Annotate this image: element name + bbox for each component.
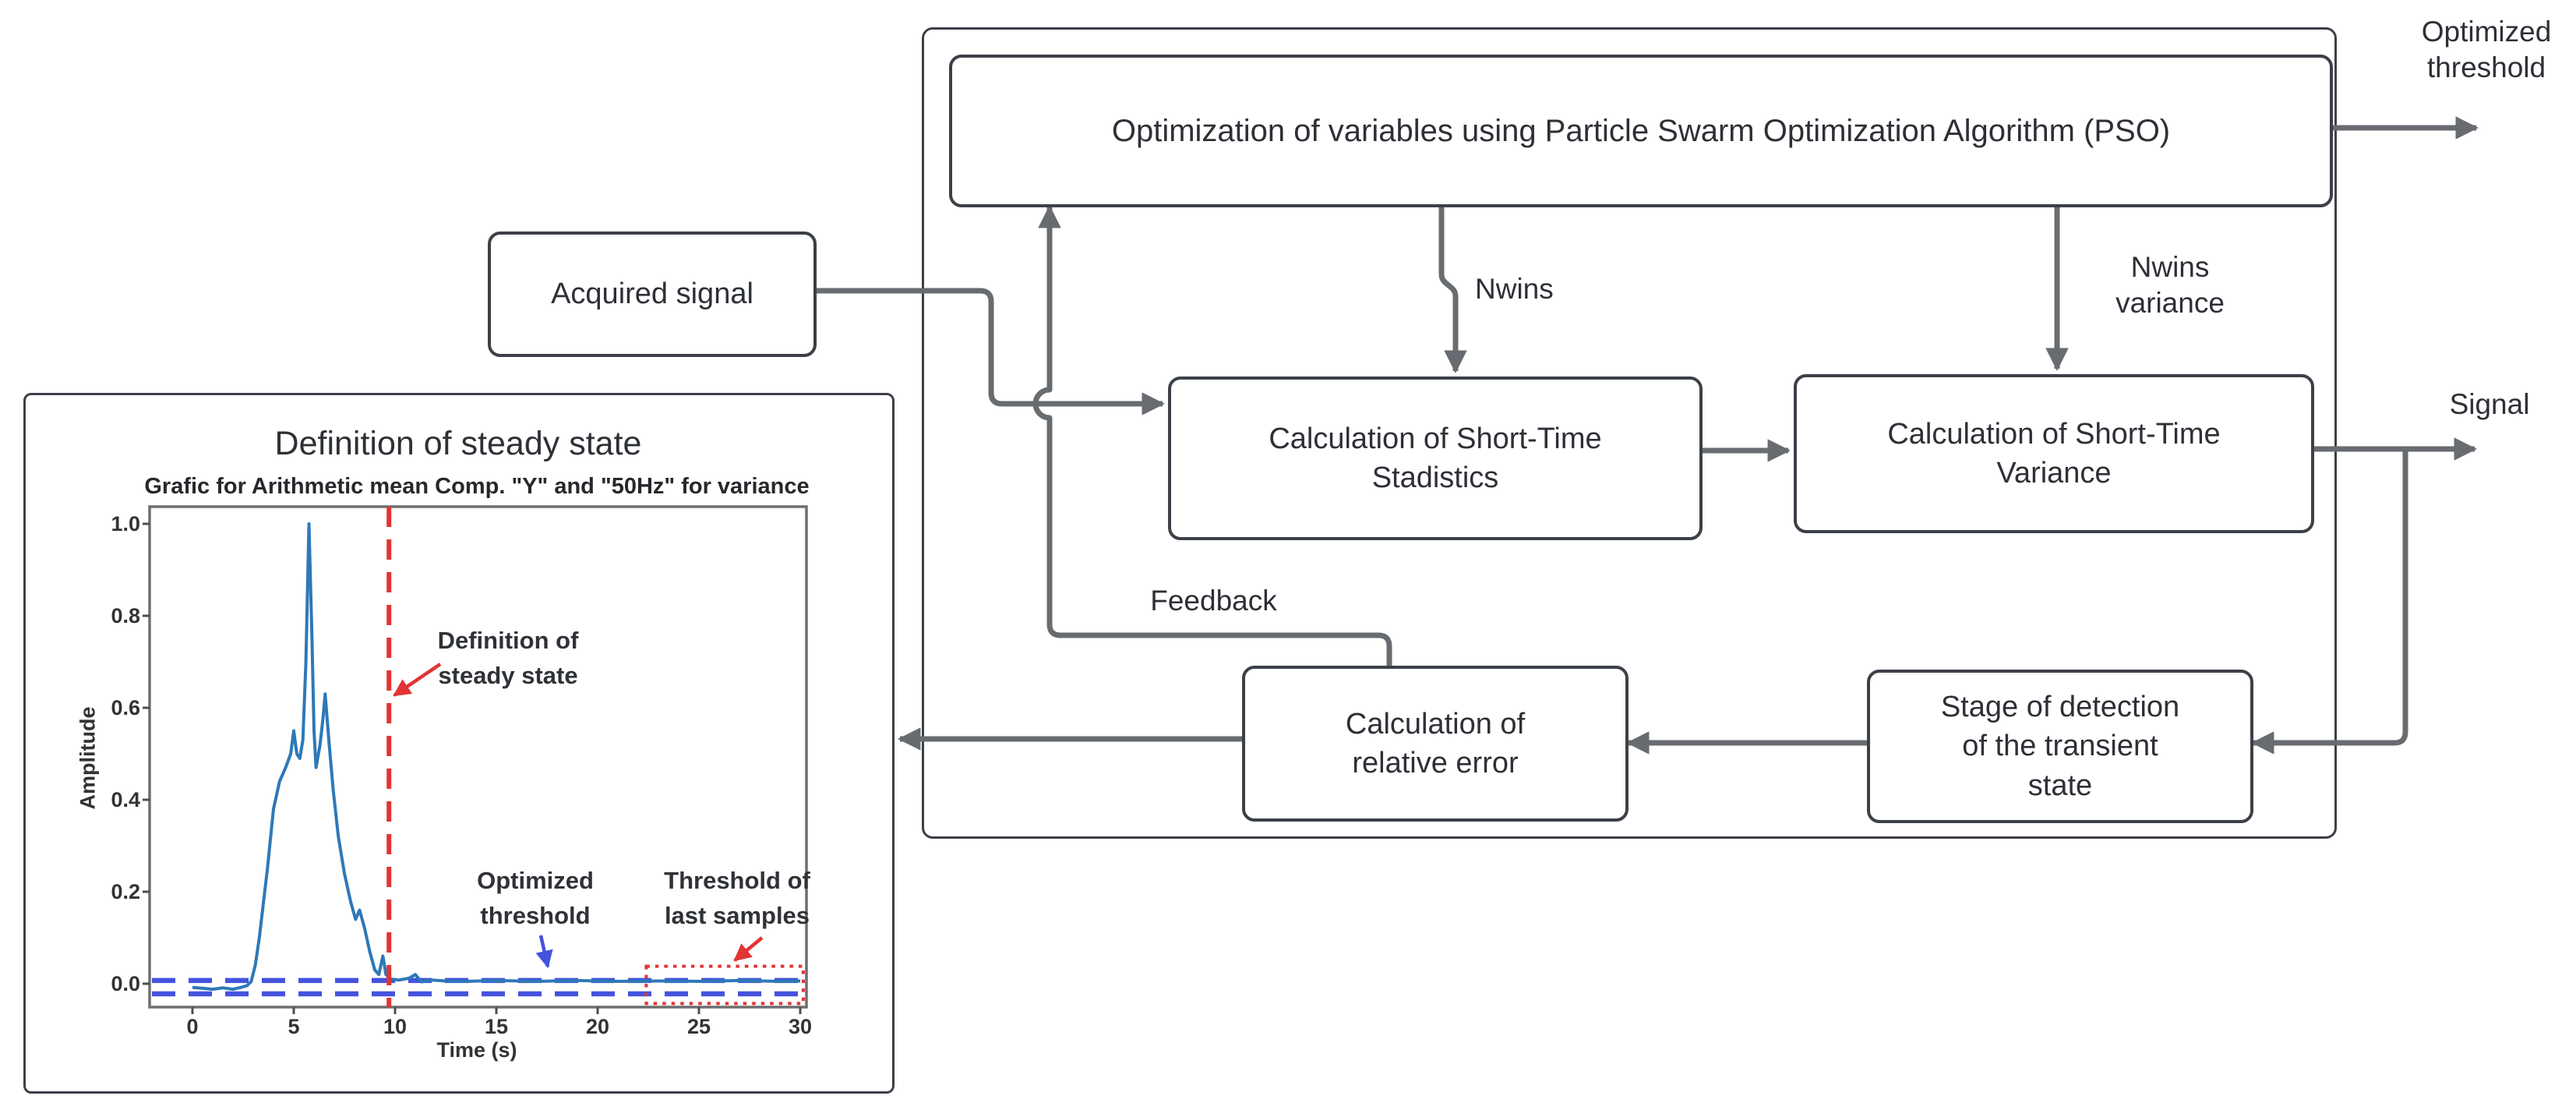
plot-tick-marks xyxy=(143,522,802,1014)
optimized-threshold-annotation-line2: threshold xyxy=(480,901,591,929)
optimized-threshold-annotation-line1: Optimized xyxy=(477,867,594,894)
feedback-label: Feedback xyxy=(1150,585,1277,617)
steady-state-plot xyxy=(143,505,808,1014)
steady-state-annotation: Definition of steady state xyxy=(411,624,605,694)
acquired-signal-label: Acquired signal xyxy=(551,277,753,311)
optimized-threshold-output-line2: threshold xyxy=(2426,51,2546,84)
ytick-0.0: 0.0 xyxy=(111,972,140,995)
last-samples-annotation-arrow xyxy=(733,936,764,962)
relative-error-label-line1: Calculation of xyxy=(1345,707,1526,741)
xtick-15: 15 xyxy=(484,1015,509,1038)
xtick-25: 25 xyxy=(686,1015,711,1038)
stadistics-label-line2: Stadistics xyxy=(1371,461,1499,494)
last-samples-annotation-line1: Threshold of xyxy=(664,867,810,894)
xtick-20: 20 xyxy=(585,1015,610,1038)
last-samples-annotation: Threshold of last samples xyxy=(644,864,831,934)
relative-error-box: Calculation of relative error xyxy=(1242,666,1629,822)
transient-detection-box: Stage of detection of the transient stat… xyxy=(1867,670,2253,823)
chart-subtitle: Grafic for Arithmetic mean Comp. "Y" and… xyxy=(144,474,810,499)
xtick-10: 10 xyxy=(383,1015,408,1038)
arrow-acquired-to-stadistics xyxy=(810,288,1165,415)
xtick-30: 30 xyxy=(788,1015,813,1038)
optimized-threshold-annotation-arrow xyxy=(535,935,553,969)
last-samples-annotation-line2: last samples xyxy=(664,901,810,929)
nwins-variance-line2: variance xyxy=(2115,287,2225,320)
last-samples-dotted-rect xyxy=(644,964,805,1006)
optimized-threshold-output-label: Optimized threshold xyxy=(2383,14,2576,87)
pso-box-label: Optimization of variables using Particle… xyxy=(1111,113,2171,148)
steady-state-annotation-line2: steady state xyxy=(438,661,578,689)
transient-label-line3: state xyxy=(2027,769,2093,802)
ytick-0.8: 0.8 xyxy=(111,604,140,627)
short-time-stadistics-box: Calculation of Short-Time Stadistics xyxy=(1168,376,1703,540)
arrow-signal-branch-to-transient xyxy=(2251,449,2408,755)
chart-panel-frame xyxy=(23,393,895,1094)
arrow-feedback-to-pso xyxy=(1032,205,1392,666)
optimized-threshold-annotation: Optimized threshold xyxy=(450,864,621,934)
chart-panel-title: Definition of steady state xyxy=(274,425,642,462)
arrow-pso-to-stadistics-nwins xyxy=(1438,201,1467,373)
stadistics-label-line1: Calculation of Short-Time xyxy=(1269,422,1602,455)
variance-label-line2: Variance xyxy=(1996,457,2112,490)
transient-label-line2: of the transient xyxy=(1962,730,2158,763)
nwins-variance-line1: Nwins xyxy=(2130,251,2210,283)
ytick-1.0: 1.0 xyxy=(111,512,140,536)
x-axis-label: Time (s) xyxy=(436,1038,517,1062)
ytick-0.4: 0.4 xyxy=(111,788,140,811)
transient-label-line1: Stage of detection xyxy=(1940,691,2180,724)
steady-annotation-arrow xyxy=(393,663,442,697)
xtick-5: 5 xyxy=(288,1015,300,1038)
acquired-signal-box: Acquired signal xyxy=(488,232,817,357)
variance-label-line1: Calculation of Short-Time xyxy=(1887,417,2221,451)
y-axis-label: Amplitude xyxy=(76,706,100,810)
pso-box: Optimization of variables using Particle… xyxy=(949,55,2333,207)
xtick-0: 0 xyxy=(186,1015,199,1038)
short-time-variance-box: Calculation of Short-Time Variance xyxy=(1794,374,2314,533)
algorithm-container-frame xyxy=(922,27,2337,839)
steady-state-annotation-line1: Definition of xyxy=(437,627,579,654)
nwins-label: Nwins xyxy=(1475,273,1554,305)
ytick-0.2: 0.2 xyxy=(111,880,140,903)
nwins-variance-label: Nwins variance xyxy=(2073,249,2267,322)
signal-curve xyxy=(192,522,801,992)
ytick-0.6: 0.6 xyxy=(111,696,140,719)
relative-error-label-line2: relative error xyxy=(1352,747,1519,779)
optimized-threshold-output-line1: Optimized xyxy=(2421,16,2552,48)
signal-label: Signal xyxy=(2449,388,2530,420)
plot-frame xyxy=(148,505,808,1009)
